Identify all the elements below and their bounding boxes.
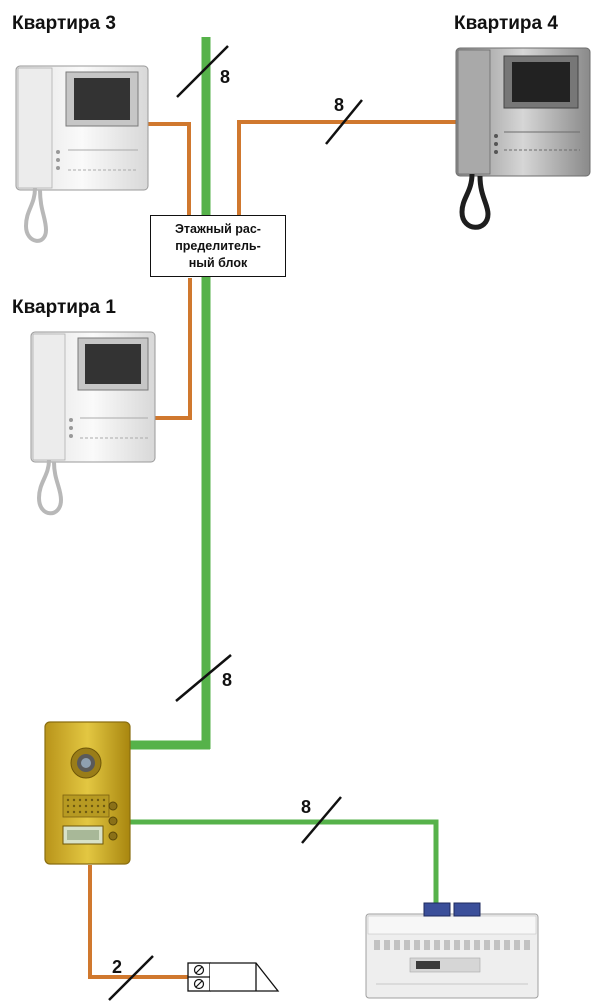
distribution-block-label: Этажный рас- пределитель- ный блок [175,221,261,270]
call-panel [44,721,131,865]
slash-lock [108,955,154,1001]
count-slashes [108,45,363,1001]
door-lock [187,962,280,992]
floor-distribution-block: Этажный рас- пределитель- ный блок [150,215,286,277]
count-power-line: 8 [301,797,312,817]
apt4-wire [237,120,457,216]
slash-riser-bottom [175,654,232,702]
count-riser-bottom: 8 [222,670,233,690]
apartment-1-monitor [30,331,156,516]
apartment-4-monitor [455,47,591,230]
apartment-3-monitor [15,65,149,243]
count-lock-line: 2 [112,957,123,977]
slash-power [301,796,342,844]
lock-wire [88,865,188,979]
slash-riser-top [176,45,229,98]
apt1-wire [155,278,192,420]
apartment-3-label: Квартира 3 [12,13,116,34]
count-apt4-line: 8 [334,95,345,115]
slash-apt4 [325,99,363,145]
apartment-4-label: Квартира 4 [454,13,558,34]
riser-wires [130,37,439,905]
apt3-wire [147,122,191,216]
apartment-wires [88,120,457,979]
power-supply-wire [130,819,439,905]
count-riser-top: 8 [220,67,231,87]
power-supply-unit [365,902,539,999]
apartment-1-label: Квартира 1 [12,297,116,318]
